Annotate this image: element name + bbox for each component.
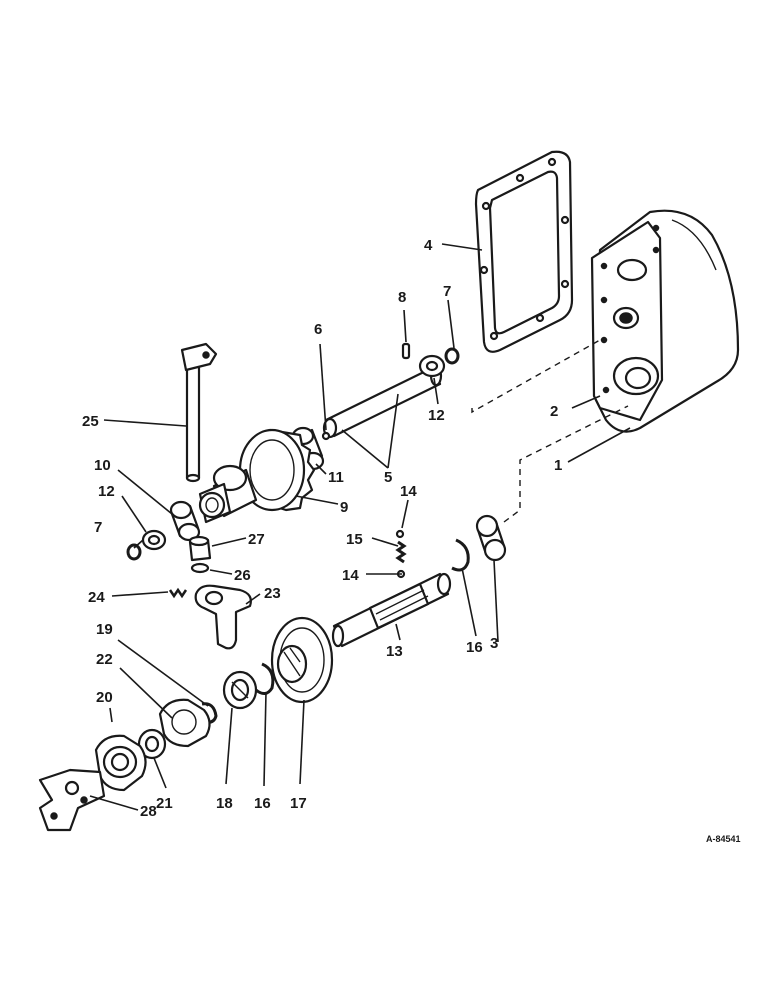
- part-seal: [137, 728, 167, 760]
- part-housing: [590, 209, 740, 433]
- callout-9: 9: [340, 499, 348, 516]
- callout-27: 27: [248, 531, 265, 548]
- callout-22: 22: [96, 651, 113, 668]
- alignment-line-upper: [471, 339, 601, 414]
- part-shaft: [322, 365, 443, 439]
- alignment-line-lower: [503, 405, 629, 523]
- part-snap-ring-left: [255, 662, 275, 695]
- part-washer-upper: [418, 354, 446, 378]
- part-bearing-left: [169, 500, 201, 542]
- callout-14-upper: 14: [400, 483, 417, 500]
- callout-28: 28: [140, 803, 157, 820]
- callout-17: 17: [290, 795, 307, 812]
- part-spring-small: [168, 587, 188, 599]
- callout-24: 24: [88, 589, 105, 606]
- callout-12-lower: 12: [98, 483, 115, 500]
- callout-1: 1: [554, 457, 562, 474]
- part-yoke: [38, 768, 106, 832]
- part-snap-ring-right: [451, 538, 470, 572]
- callout-labels: 1 2 3 4 5 6 7 7 8 9 10 11 12 12 13 14 14…: [82, 237, 562, 820]
- callout-8: 8: [398, 289, 406, 306]
- callout-16-left: 16: [254, 795, 271, 812]
- callout-19: 19: [96, 621, 113, 638]
- part-gasket: [474, 150, 574, 353]
- part-gear-lower: [270, 616, 334, 704]
- callout-26: 26: [234, 567, 251, 584]
- callout-10: 10: [94, 457, 111, 474]
- part-snap-ring-lower: [126, 543, 142, 561]
- callout-13: 13: [386, 643, 403, 660]
- part-bearing-18: [222, 670, 258, 710]
- callout-7-lower: 7: [94, 519, 102, 536]
- part-pin: [401, 342, 411, 360]
- callout-2: 2: [550, 403, 558, 420]
- callout-11: 11: [328, 469, 344, 486]
- part-shift-fork: [194, 584, 252, 650]
- callout-20: 20: [96, 689, 113, 706]
- callout-14-lower: 14: [342, 567, 359, 584]
- part-ball: [321, 431, 331, 441]
- part-spring: [395, 540, 407, 564]
- part-sleeve: [188, 535, 212, 562]
- part-retainer: [94, 734, 147, 792]
- diagram-code: A-84541: [706, 834, 741, 844]
- part-ball-upper: [395, 529, 405, 539]
- callout-23: 23: [264, 585, 281, 602]
- leader-lines: [89, 243, 631, 811]
- part-bearing-3: [475, 514, 507, 562]
- callout-15: 15: [346, 531, 363, 548]
- callout-25: 25: [82, 413, 99, 430]
- part-washer-lower: [141, 529, 167, 551]
- callout-18: 18: [216, 795, 233, 812]
- callout-7-upper: 7: [443, 283, 451, 300]
- part-splined-shaft: [331, 572, 452, 648]
- part-snap-ring-upper: [444, 347, 460, 365]
- callout-3: 3: [490, 635, 498, 652]
- part-o-ring: [190, 562, 210, 574]
- part-gasket-22: [158, 698, 211, 748]
- callout-6: 6: [314, 321, 322, 338]
- callout-4: 4: [424, 237, 433, 254]
- callout-21: 21: [156, 795, 173, 812]
- part-shift-rod: [180, 342, 218, 483]
- callout-16-right: 16: [466, 639, 483, 656]
- callout-5: 5: [384, 469, 392, 486]
- callout-12-upper: 12: [428, 407, 445, 424]
- part-gear-upper: [198, 428, 316, 524]
